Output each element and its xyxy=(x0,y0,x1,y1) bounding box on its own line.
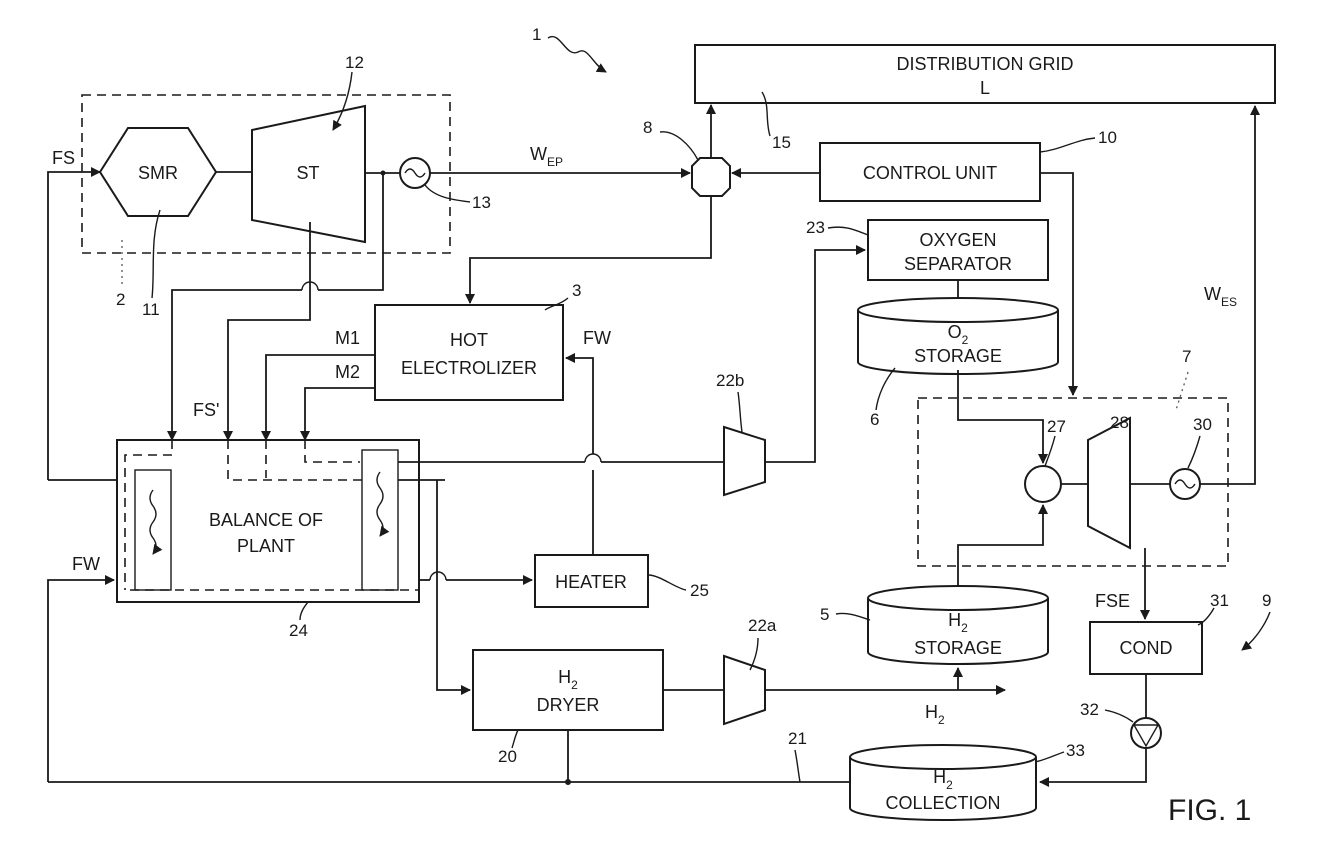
combustor-27 xyxy=(1025,466,1061,502)
ref-15: 15 xyxy=(772,133,791,152)
ref-9-leader xyxy=(1242,612,1270,650)
control-unit-label: CONTROL UNIT xyxy=(863,163,997,183)
ref-6: 6 xyxy=(870,410,879,429)
st-label: ST xyxy=(296,163,319,183)
ref-23-leader xyxy=(828,227,868,235)
ref-27: 27 xyxy=(1047,417,1066,436)
bop-label1: BALANCE OF xyxy=(209,510,323,530)
ref-10-leader xyxy=(1040,138,1095,152)
ref-33: 33 xyxy=(1066,741,1085,760)
ref-20: 20 xyxy=(498,747,517,766)
compressor-22a xyxy=(724,656,765,724)
label-wes: WES xyxy=(1204,284,1237,309)
o2-storage-label2: STORAGE xyxy=(914,346,1002,366)
label-m1: M1 xyxy=(335,328,360,348)
bop-label2: PLANT xyxy=(237,536,295,556)
ref-30-leader xyxy=(1188,436,1200,468)
h2-collection-label2: COLLECTION xyxy=(885,793,1000,813)
ref-24-leader xyxy=(300,602,308,620)
label-h2-out: H2 xyxy=(925,702,945,727)
ref-11-leader xyxy=(152,210,160,298)
ref-25-leader xyxy=(648,575,686,590)
pump-32 xyxy=(1131,718,1161,748)
ref-23: 23 xyxy=(806,218,825,237)
ref-22a: 22a xyxy=(748,616,777,635)
ref-8-leader xyxy=(660,132,698,160)
label-fse: FSE xyxy=(1095,591,1130,611)
fs-feed-line xyxy=(48,172,100,480)
smr-label: SMR xyxy=(138,163,178,183)
ref-30: 30 xyxy=(1193,415,1212,434)
ref-11: 11 xyxy=(142,300,160,319)
ref-25: 25 xyxy=(690,581,709,600)
hot-electrolizer-line1: HOT xyxy=(450,330,488,350)
ref-20-leader xyxy=(512,730,518,748)
oxygen-separator-line2: SEPARATOR xyxy=(904,254,1012,274)
ref-6-leader xyxy=(876,368,895,410)
ref-5-leader xyxy=(836,613,870,620)
ref-33-leader xyxy=(1035,752,1064,762)
hot-electrolizer-line2: ELECTROLIZER xyxy=(401,358,537,378)
hot-electrolizer-box xyxy=(375,305,563,400)
ref-24: 24 xyxy=(289,621,308,640)
label-fw-mid: FW xyxy=(583,328,611,348)
condenser-label: COND xyxy=(1120,638,1173,658)
ref-28: 28 xyxy=(1110,413,1129,432)
h2-dryer-label2: DRYER xyxy=(537,695,600,715)
oxygen-separator-line1: OXYGEN xyxy=(919,230,996,250)
ref-13: 13 xyxy=(472,193,491,212)
label-wep: WEP xyxy=(530,144,563,169)
ref-31: 31 xyxy=(1210,591,1229,610)
label-fs-prime: FS' xyxy=(193,400,219,420)
ref-3: 3 xyxy=(572,281,581,300)
figure-label: FIG. 1 xyxy=(1168,794,1251,827)
ref-8: 8 xyxy=(643,118,652,137)
ref-12: 12 xyxy=(345,53,364,72)
ref-1-leader xyxy=(548,37,606,72)
distribution-grid-sub: L xyxy=(980,78,990,98)
distribution-grid-title: DISTRIBUTION GRID xyxy=(896,54,1073,74)
ref-21: 21 xyxy=(788,729,807,748)
ref-27-leader xyxy=(1045,436,1055,466)
h2-storage-label2: STORAGE xyxy=(914,638,1002,658)
ref-21-leader xyxy=(795,750,800,782)
switch-8 xyxy=(692,158,730,196)
ref-10: 10 xyxy=(1098,128,1117,147)
label-m2: M2 xyxy=(335,362,360,382)
label-fw-left: FW xyxy=(72,554,100,574)
ref-1: 1 xyxy=(532,25,541,44)
turbine-28 xyxy=(1088,418,1130,548)
ref-32: 32 xyxy=(1080,700,1099,719)
ref-9: 9 xyxy=(1262,591,1271,610)
ref-7: 7 xyxy=(1182,347,1191,366)
ref-32-leader xyxy=(1105,710,1133,722)
h2-dryer-box xyxy=(473,650,663,730)
compressor-22b xyxy=(724,427,765,495)
heater-label: HEATER xyxy=(555,572,627,592)
ref-5: 5 xyxy=(820,605,829,624)
ref-13-leader xyxy=(425,185,470,202)
label-fs: FS xyxy=(52,148,75,168)
ref-22b: 22b xyxy=(716,371,744,390)
ref-22b-leader xyxy=(738,392,742,432)
ref-2: 2 xyxy=(116,290,125,309)
